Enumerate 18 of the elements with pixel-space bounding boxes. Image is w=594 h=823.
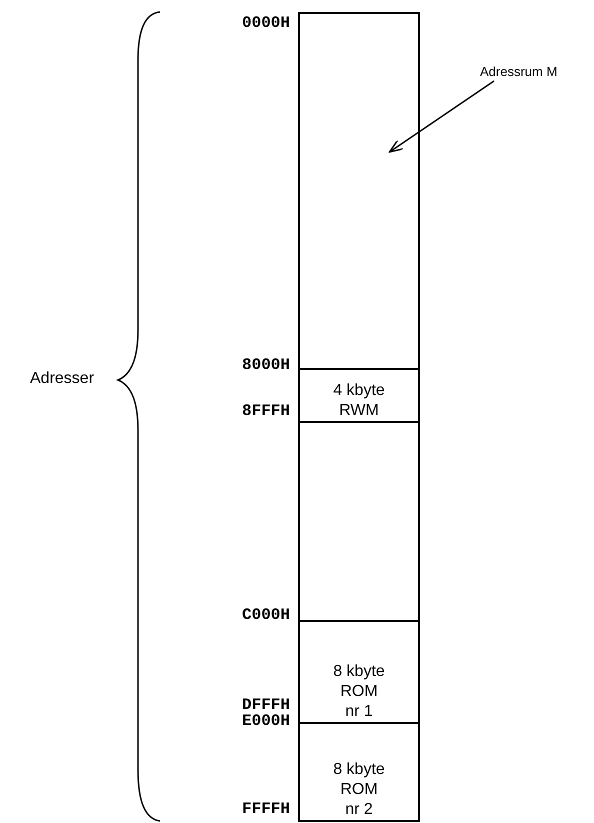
address-label: 8FFFH [240,402,290,420]
address-label: E000H [240,712,290,730]
memory-block [298,722,420,822]
block-label: 8 kbyte ROM nr 2 [332,760,386,820]
address-label: DFFFH [240,696,290,714]
address-label: C000H [240,606,290,624]
block-label: 4 kbyte RWM [332,381,386,421]
address-label: 0000H [240,14,290,32]
memory-block [298,12,420,370]
memory-block [298,620,420,724]
block-label: 8 kbyte ROM nr 1 [332,662,386,722]
leader-arrow [388,80,494,153]
memory-block [298,368,420,423]
axis-label: Adresser [30,370,94,388]
callout-label: Adressrum M [480,64,558,79]
address-label: 8000H [240,356,290,374]
memory-block [298,421,420,622]
address-label: FFFFH [240,800,290,818]
